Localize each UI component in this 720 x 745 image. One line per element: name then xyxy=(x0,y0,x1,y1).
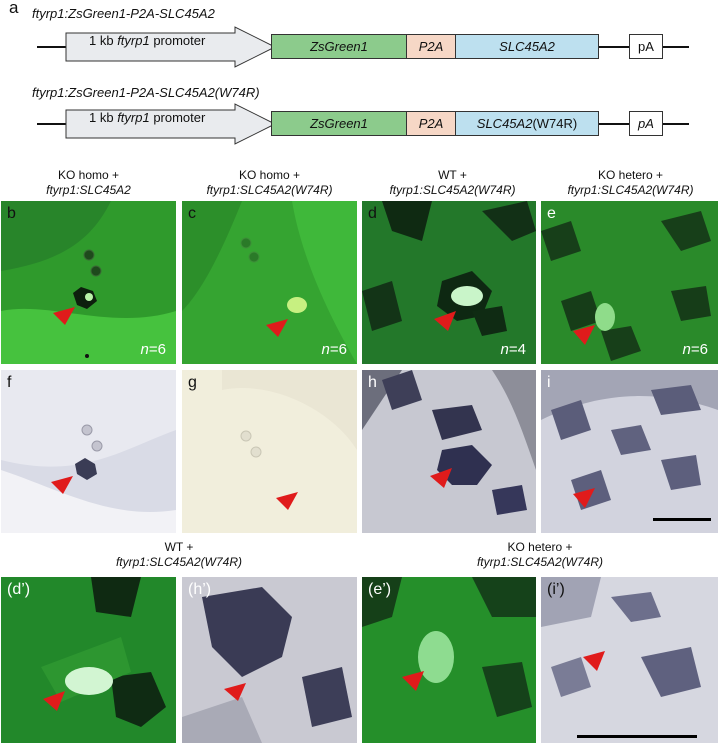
panel-label-b: b xyxy=(7,205,16,222)
arrowhead-h-prime xyxy=(224,683,246,701)
construct-1-slc-box: SLC45A2 xyxy=(455,34,599,59)
arrowhead-g xyxy=(276,492,298,510)
micrograph-f xyxy=(1,370,176,533)
panel-f-brightfield: f xyxy=(1,370,176,533)
panel-d-fluorescence: d n=4 xyxy=(362,201,536,364)
construct-1-title: ftyrp1:ZsGreen1-P2A-SLC45A2 xyxy=(32,6,215,21)
micrograph-e xyxy=(541,201,718,364)
micrograph-d xyxy=(362,201,536,364)
arrowhead-c xyxy=(266,319,288,337)
panel-h-brightfield: h xyxy=(362,370,536,533)
construct-2-zsgreen-box: ZsGreen1 xyxy=(271,111,407,136)
panel-label-c: c xyxy=(188,205,196,222)
promoter-arrow-shape xyxy=(65,26,277,68)
micrograph-d-prime xyxy=(1,577,176,743)
zoom-group-header-1: WT +ftyrp1:SLC45A2(W74R) xyxy=(115,540,243,569)
column-header-2: KO homo +ftyrp1:SLC45A2(W74R) xyxy=(206,168,333,197)
panel-e-prime-fluorescence: (e’) xyxy=(362,577,536,743)
panel-label-h: h xyxy=(368,374,377,391)
construct-1-p2a-box: P2A xyxy=(406,34,456,59)
panel-label-h-prime: (h’) xyxy=(188,581,212,598)
panel-e-fluorescence: e n=6 xyxy=(541,201,718,364)
arrowhead-e xyxy=(573,325,595,345)
zoom-group-header-2: KO hetero +ftyrp1:SLC45A2(W74R) xyxy=(476,540,604,569)
micrograph-g xyxy=(182,370,357,533)
arrowhead-i-prime xyxy=(583,651,605,671)
panel-b-fluorescence: b n=6 xyxy=(1,201,176,364)
construct-2-promoter: 1 kb ftyrp1 promoter xyxy=(65,103,277,145)
construct-2-slc-box: SLC45A2(W74R) xyxy=(455,111,599,136)
construct-1-pa-box: pA xyxy=(629,34,663,59)
micrograph-b xyxy=(1,201,176,364)
panel-c-fluorescence: c n=6 xyxy=(182,201,357,364)
panel-h-prime-brightfield: (h’) xyxy=(182,577,357,743)
construct-2-pa-box: pA xyxy=(629,111,663,136)
n-count-c: n=6 xyxy=(321,341,347,358)
arrowhead-e-prime xyxy=(402,671,424,691)
arrowhead-i xyxy=(573,488,595,508)
micrograph-h xyxy=(362,370,536,533)
micrograph-e-prime xyxy=(362,577,536,743)
panel-a-label: a xyxy=(9,0,19,17)
n-count-b: n=6 xyxy=(140,341,166,358)
construct-1-zsgreen-box: ZsGreen1 xyxy=(271,34,407,59)
arrowhead-b xyxy=(53,307,75,325)
n-count-e: n=6 xyxy=(682,341,708,358)
arrowhead-d-prime xyxy=(43,691,65,711)
promoter-label: 1 kb ftyrp1 promoter xyxy=(89,33,206,48)
promoter-label: 1 kb ftyrp1 promoter xyxy=(89,110,206,125)
scale-bar-i xyxy=(653,518,711,521)
micrograph-h-prime xyxy=(182,577,357,743)
panel-i-prime-brightfield: (i’) xyxy=(541,577,718,743)
arrowhead-h xyxy=(430,468,452,488)
construct-2-title: ftyrp1:ZsGreen1-P2A-SLC45A2(W74R) xyxy=(32,85,260,100)
panel-d-prime-fluorescence: (d’) xyxy=(1,577,176,743)
panel-label-d: d xyxy=(368,205,377,222)
panel-label-i-prime: (i’) xyxy=(547,581,565,598)
panel-label-g: g xyxy=(188,374,197,391)
panel-g-brightfield: g xyxy=(182,370,357,533)
micrograph-i xyxy=(541,370,718,533)
micrograph-c xyxy=(182,201,357,364)
column-header-1: KO homo +ftyrp1:SLC45A2 xyxy=(46,168,131,197)
panel-label-e: e xyxy=(547,205,556,222)
promoter-arrow-shape xyxy=(65,103,277,145)
construct-1-promoter: 1 kb ftyrp1 promoter xyxy=(65,26,277,68)
arrowhead-d xyxy=(434,311,456,331)
n-count-d: n=4 xyxy=(500,341,526,358)
column-header-4: KO hetero +ftyrp1:SLC45A2(W74R) xyxy=(567,168,694,197)
panel-i-brightfield: i xyxy=(541,370,718,533)
arrowhead-f xyxy=(51,476,73,494)
construct-2-p2a-box: P2A xyxy=(406,111,456,136)
micrograph-i-prime xyxy=(541,577,718,743)
scale-bar-i-prime xyxy=(577,735,697,738)
panel-label-d-prime: (d’) xyxy=(7,581,31,598)
panel-label-i: i xyxy=(547,374,551,391)
column-header-3: WT +ftyrp1:SLC45A2(W74R) xyxy=(389,168,516,197)
panel-label-f: f xyxy=(7,374,12,391)
panel-label-e-prime: (e’) xyxy=(368,581,392,598)
